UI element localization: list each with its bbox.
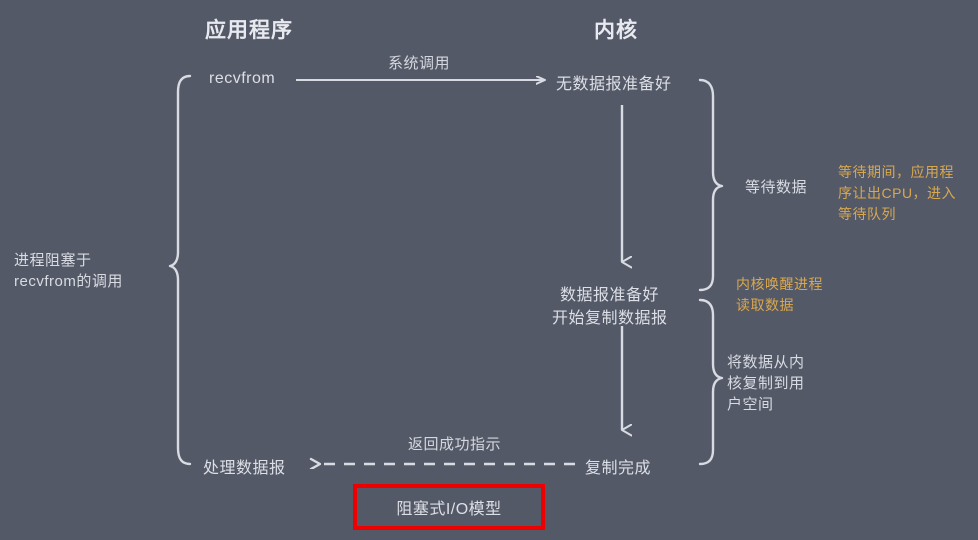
side-label-blocked-line2: recvfrom的调用 (14, 273, 123, 290)
side-label-copy-line2: 核复制到用 (727, 375, 805, 392)
node-copy-complete: 复制完成 (585, 460, 652, 477)
side-label-blocked: 进程阻塞于 recvfrom的调用 (14, 250, 123, 292)
side-label-blocked-line1: 进程阻塞于 (14, 252, 92, 269)
edge-label-return-success: 返回成功指示 (408, 436, 502, 453)
brace-process-blocked (168, 74, 192, 466)
node-datagram-ready-line1: 数据报准备好 (560, 287, 660, 304)
note-wait-line2: 序让出CPU，进入 (838, 185, 957, 201)
brace-copy-to-user (698, 298, 724, 466)
node-recvfrom: recvfrom (209, 70, 276, 87)
node-datagram-ready-line2: 开始复制数据报 (552, 310, 668, 327)
callout-label-blocking-io-model: 阻塞式I/O模型 (396, 501, 502, 518)
side-label-wait-data: 等待数据 (745, 179, 808, 196)
note-wake-line2: 读取数据 (736, 297, 794, 313)
callout-box-blocking-io-model: 阻塞式I/O模型 (353, 484, 545, 530)
note-wait-yield-cpu: 等待期间，应用程 序让出CPU，进入 等待队列 (838, 162, 956, 225)
column-title-application: 应用程序 (205, 19, 293, 42)
side-label-copy-to-user: 将数据从内 核复制到用 户空间 (727, 352, 805, 415)
note-wake-line1: 内核唤醒进程 (736, 276, 823, 292)
node-process-datagram: 处理数据报 (203, 460, 286, 477)
column-title-kernel: 内核 (594, 19, 638, 42)
brace-wait-data (698, 78, 724, 292)
note-kernel-wake-process: 内核唤醒进程 读取数据 (736, 274, 823, 316)
side-label-copy-line3: 户空间 (727, 396, 774, 413)
edge-label-system-call: 系统调用 (388, 55, 451, 72)
node-no-datagram-ready: 无数据报准备好 (556, 76, 672, 93)
note-wait-line1: 等待期间，应用程 (838, 164, 954, 180)
side-label-copy-line1: 将数据从内 (727, 354, 805, 371)
note-wait-line3: 等待队列 (838, 206, 896, 222)
